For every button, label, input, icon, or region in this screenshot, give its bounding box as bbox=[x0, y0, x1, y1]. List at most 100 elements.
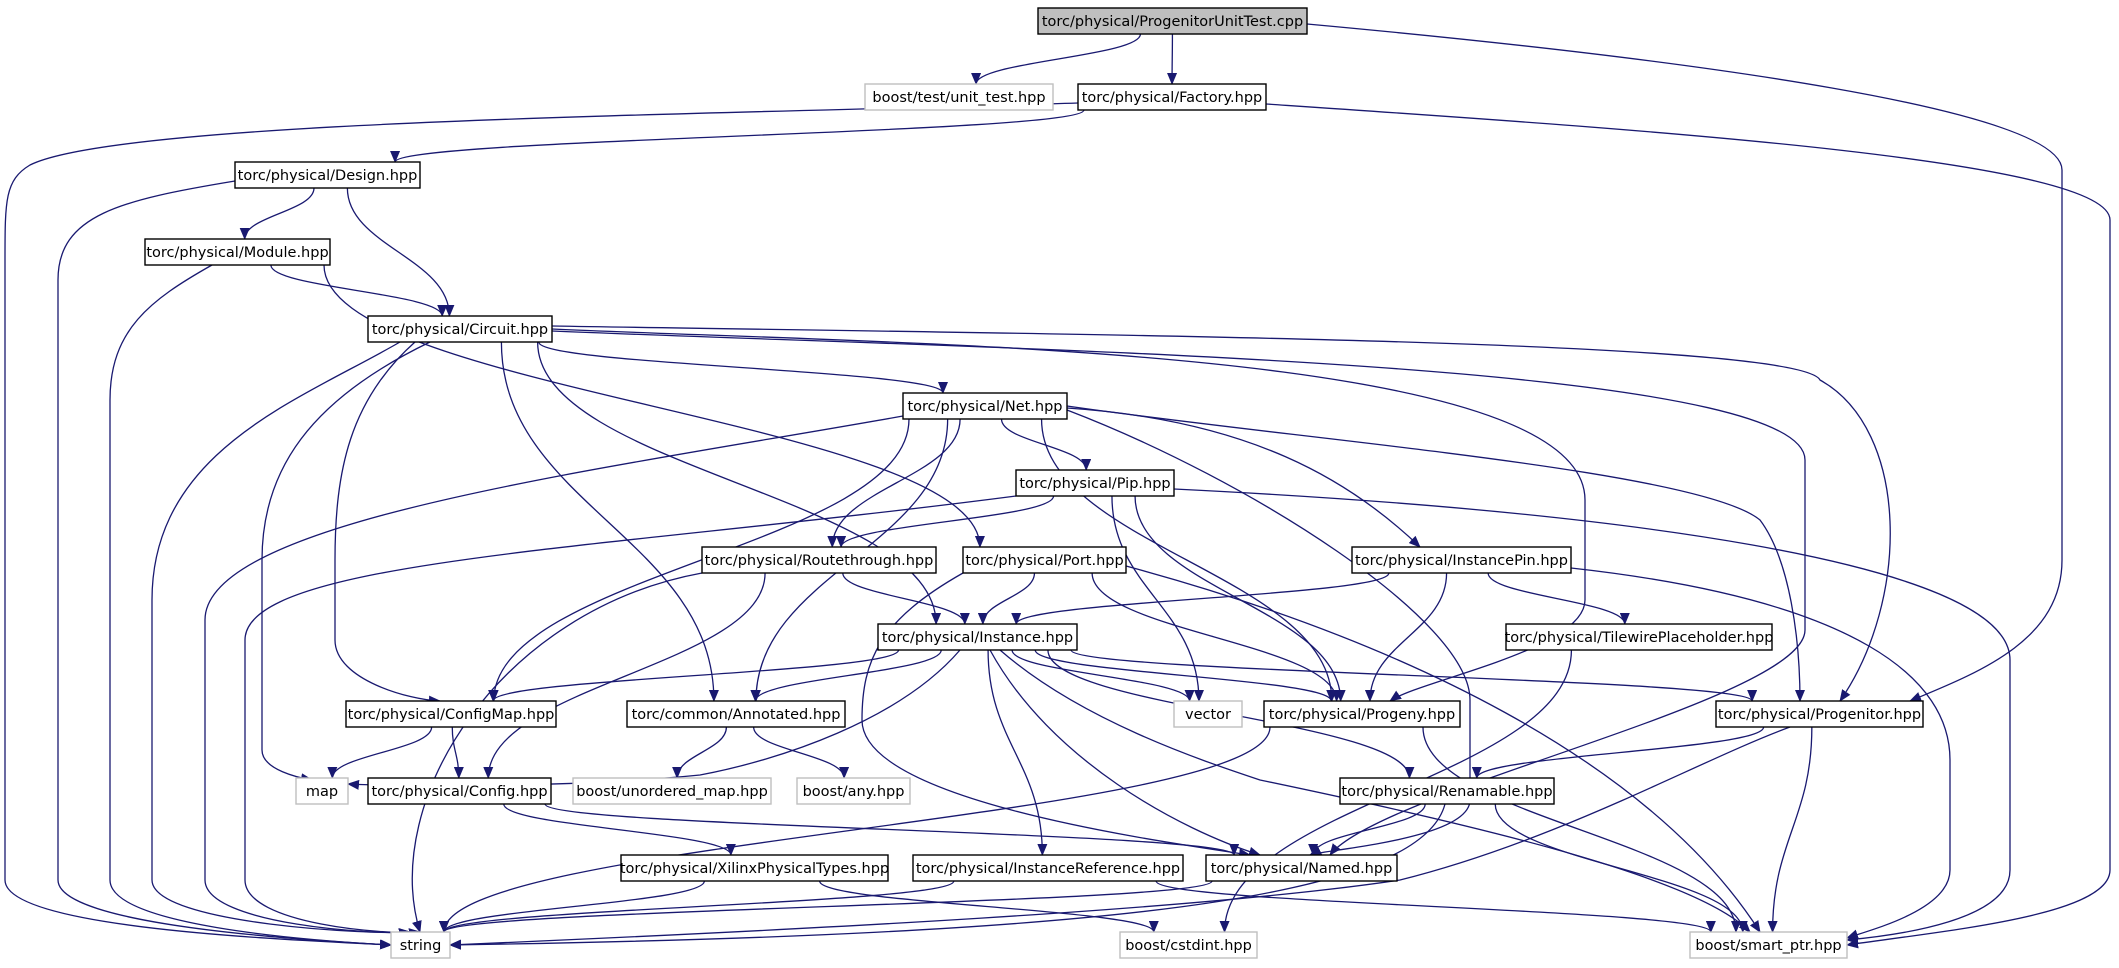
edge-instancepin-to-smart_ptr bbox=[1570, 567, 1951, 940]
edge-progenitor-to-string bbox=[449, 726, 1791, 950]
edge-net-to-routethrough bbox=[827, 418, 961, 548]
node-label: torc/physical/Factory.hpp bbox=[1082, 90, 1263, 106]
node-label: boost/unordered_map.hpp bbox=[576, 784, 768, 800]
node-box bbox=[390, 931, 451, 959]
node-unit-test: boost/test/unit_test.hpp bbox=[864, 83, 1054, 111]
node-box bbox=[1339, 777, 1555, 805]
edge-instancepin-to-progeny bbox=[1364, 572, 1448, 702]
node-label: torc/physical/Config.hpp bbox=[371, 784, 547, 800]
edge-configmap-to-map bbox=[327, 726, 433, 779]
edge-routethrough-to-instance bbox=[842, 572, 970, 625]
node-box bbox=[144, 238, 331, 266]
node-module[interactable]: torc/physical/Module.hpp bbox=[144, 238, 331, 266]
node-box bbox=[1351, 546, 1572, 574]
edge-progenitor_unit_test-to-unit_test bbox=[971, 33, 1142, 85]
edge-pip-to-string bbox=[244, 495, 1017, 939]
node-tilewire[interactable]: torc/physical/TilewirePlaceholder.hpp bbox=[1505, 623, 1774, 651]
node-renamable[interactable]: torc/physical/Renamable.hpp bbox=[1339, 777, 1555, 805]
node-label: torc/common/Annotated.hpp bbox=[632, 707, 841, 723]
edge-progeny-to-string bbox=[439, 726, 1271, 933]
node-unordered-map: boost/unordered_map.hpp bbox=[572, 777, 772, 805]
node-box bbox=[877, 623, 1078, 651]
node-net[interactable]: torc/physical/Net.hpp bbox=[902, 392, 1068, 420]
node-progenitor[interactable]: torc/physical/Progenitor.hpp bbox=[1715, 700, 1924, 728]
node-label: torc/physical/XilinxPhysicalTypes.hpp bbox=[620, 861, 889, 877]
edge-net-to-progeny bbox=[1040, 418, 1337, 702]
edge-config-to-xilinx bbox=[503, 803, 736, 856]
edge-design-to-string bbox=[57, 180, 392, 950]
edge-circuit-to-named bbox=[551, 330, 1806, 856]
node-label: torc/physical/Renamable.hpp bbox=[1341, 784, 1552, 800]
node-label: torc/physical/Port.hpp bbox=[965, 553, 1123, 569]
node-label: torc/physical/Progenitor.hpp bbox=[1718, 707, 1921, 723]
edge-renamable-to-smart_ptr bbox=[1494, 803, 1748, 933]
node-vector: vector bbox=[1173, 700, 1243, 728]
node-box bbox=[1015, 469, 1175, 497]
node-circuit[interactable]: torc/physical/Circuit.hpp bbox=[367, 315, 553, 343]
node-instance[interactable]: torc/physical/Instance.hpp bbox=[877, 623, 1078, 651]
edge-xilinx-to-string bbox=[439, 880, 706, 933]
node-label: torc/physical/Pip.hpp bbox=[1019, 476, 1170, 492]
node-xilinx[interactable]: torc/physical/XilinxPhysicalTypes.hpp bbox=[620, 854, 889, 882]
node-configmap[interactable]: torc/physical/ConfigMap.hpp bbox=[345, 700, 557, 728]
node-label: torc/physical/InstanceReference.hpp bbox=[916, 861, 1180, 877]
edge-progenitor_unit_test-to-progenitor bbox=[1306, 23, 2063, 702]
node-config[interactable]: torc/physical/Config.hpp bbox=[367, 777, 552, 805]
node-label: torc/physical/Module.hpp bbox=[146, 245, 328, 261]
edge-pip-to-vector bbox=[1111, 495, 1204, 702]
edge-instanceref-to-smart_ptr bbox=[1155, 880, 1716, 933]
node-map: map bbox=[295, 777, 349, 805]
node-box bbox=[1263, 700, 1461, 728]
edge-renamable-to-string bbox=[449, 803, 1446, 950]
node-label: torc/physical/Named.hpp bbox=[1211, 861, 1393, 877]
node-label: torc/physical/TilewirePlaceholder.hpp bbox=[1505, 630, 1774, 646]
node-label: torc/physical/Routethrough.hpp bbox=[705, 553, 934, 569]
edge-progenitor-to-smart_ptr bbox=[1767, 726, 1813, 933]
node-label: torc/physical/Net.hpp bbox=[907, 399, 1062, 415]
node-box bbox=[572, 777, 772, 805]
node-string: string bbox=[390, 931, 451, 959]
node-box bbox=[620, 854, 889, 882]
node-instancepin[interactable]: torc/physical/InstancePin.hpp bbox=[1351, 546, 1572, 574]
edge-net-to-named bbox=[1066, 409, 1471, 856]
node-factory[interactable]: torc/physical/Factory.hpp bbox=[1077, 83, 1267, 111]
node-instanceref[interactable]: torc/physical/InstanceReference.hpp bbox=[912, 854, 1184, 882]
edge-circuit-to-net bbox=[538, 341, 948, 394]
edge-net-to-progenitor bbox=[1066, 405, 1805, 702]
node-label: boost/smart_ptr.hpp bbox=[1695, 938, 1841, 954]
node-annotated[interactable]: torc/common/Annotated.hpp bbox=[626, 700, 846, 728]
node-label: vector bbox=[1185, 707, 1231, 723]
edge-routethrough-to-config bbox=[483, 572, 766, 779]
edge-design-to-circuit bbox=[346, 187, 455, 317]
edge-factory-to-smart_ptr bbox=[1265, 103, 2111, 949]
edge-configmap-to-config bbox=[451, 726, 464, 779]
node-pip[interactable]: torc/physical/Pip.hpp bbox=[1015, 469, 1175, 497]
edge-xilinx-to-cstdint bbox=[818, 880, 1159, 933]
node-label: torc/physical/Progeny.hpp bbox=[1269, 707, 1455, 723]
node-box bbox=[295, 777, 349, 805]
node-box bbox=[626, 700, 846, 728]
node-box bbox=[1505, 623, 1773, 651]
node-label: string bbox=[400, 938, 442, 954]
node-label: torc/physical/Circuit.hpp bbox=[372, 322, 548, 338]
node-box bbox=[1689, 931, 1848, 959]
edge-instance-to-annotated bbox=[750, 649, 942, 702]
node-progeny[interactable]: torc/physical/Progeny.hpp bbox=[1263, 700, 1461, 728]
node-label: map bbox=[306, 784, 338, 800]
node-box bbox=[1037, 7, 1308, 35]
node-port[interactable]: torc/physical/Port.hpp bbox=[962, 546, 1127, 574]
edge-annotated-to-unordered_map bbox=[672, 726, 728, 779]
edge-circuit-to-instance bbox=[536, 341, 942, 625]
node-box bbox=[1119, 931, 1258, 959]
edge-instance-to-vector bbox=[1011, 649, 1195, 702]
node-box bbox=[1205, 854, 1398, 882]
node-progenitor-unit-test[interactable]: torc/physical/ProgenitorUnitTest.cpp bbox=[1037, 7, 1308, 35]
node-routethrough[interactable]: torc/physical/Routethrough.hpp bbox=[701, 546, 937, 574]
node-design[interactable]: torc/physical/Design.hpp bbox=[234, 161, 421, 189]
node-box bbox=[1077, 83, 1267, 111]
edge-pip-to-routethrough bbox=[836, 495, 1055, 548]
node-label: torc/physical/Design.hpp bbox=[238, 168, 418, 184]
node-named[interactable]: torc/physical/Named.hpp bbox=[1205, 854, 1398, 882]
edge-instanceref-to-string bbox=[439, 880, 955, 933]
